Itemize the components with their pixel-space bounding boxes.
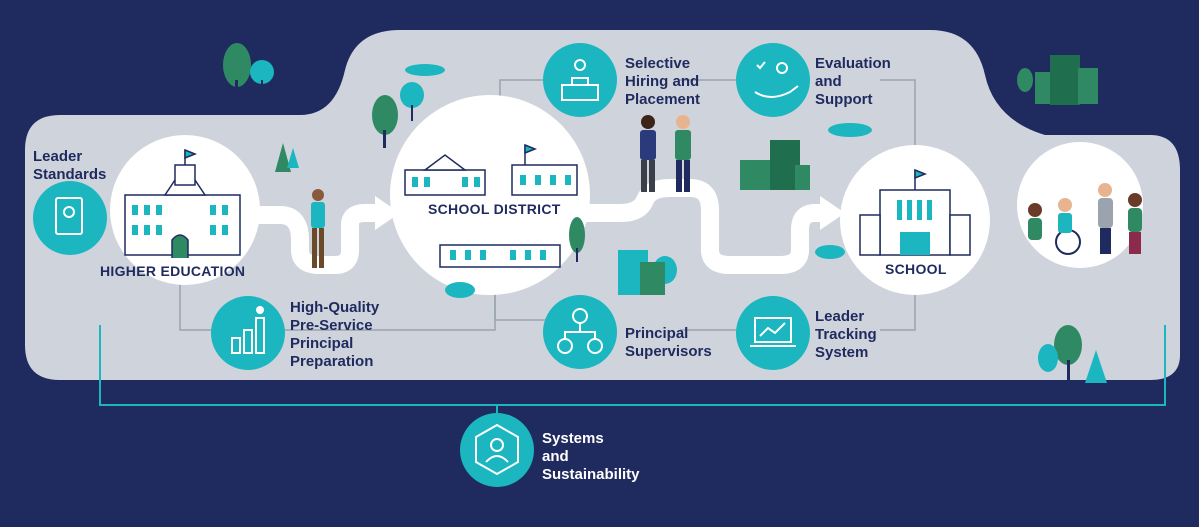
leader-tracking-line3: System: [815, 344, 869, 361]
leader-tracking-line1: Leader: [815, 308, 865, 325]
certificate-icon: [33, 181, 107, 255]
selective-hiring-line2: Hiring and: [625, 73, 700, 90]
decorative-trees: [223, 43, 1107, 383]
decorative-city-blocks: [618, 55, 1098, 295]
org-chart-icon: [543, 295, 617, 369]
flow-arrow-1: [375, 196, 400, 230]
selective-hiring-label: Selective Hiring and Placement: [625, 55, 700, 109]
pre-service-label: High-Quality Pre-Service Principal Prepa…: [290, 299, 379, 371]
leader-tracking-line2: Tracking: [815, 326, 877, 343]
evaluation-support-label: Evaluation and Support: [815, 55, 891, 109]
school-label: SCHOOL: [885, 261, 947, 277]
principal-supervisors-line1: Principal: [625, 325, 689, 342]
network-person-icon: [460, 413, 534, 487]
leader-tracking-label: Leader Tracking System: [815, 308, 877, 362]
principal-supervisors-label: Principal Supervisors: [625, 325, 712, 361]
systems-sustainability-line3: Sustainability: [542, 466, 640, 483]
pre-service-line1: High-Quality: [290, 299, 380, 316]
hiring-placement-icon: [543, 43, 617, 117]
pre-service-line3: Principal: [290, 335, 354, 352]
flow-path: [231, 204, 389, 274]
flow-arrow-2: [820, 196, 845, 230]
leader-standards-line1: Leader: [33, 148, 83, 165]
students-illustration-icon: [1028, 183, 1142, 255]
university-building-icon: [124, 148, 241, 258]
selective-hiring-line3: Placement: [625, 91, 701, 108]
evaluation-support-line2: and: [815, 73, 842, 90]
evaluation-support-line1: Evaluation: [815, 55, 891, 72]
systems-sustainability-line2: and: [542, 448, 569, 465]
students-circle: [1017, 142, 1143, 268]
systems-sustainability-line1: Systems: [542, 430, 604, 447]
principal-figure-icon: [311, 189, 325, 268]
school-building-icon: [859, 168, 971, 256]
leader-standards-label: Leader Standards: [33, 148, 106, 184]
decorative-bushes: [405, 64, 872, 298]
district-buildings-icon: [404, 143, 578, 268]
pre-service-line2: Pre-Service: [290, 317, 373, 334]
selective-hiring-line1: Selective: [625, 55, 691, 72]
systems-sustainability-label: Systems and Sustainability: [542, 430, 640, 484]
hand-support-icon: [736, 43, 810, 117]
evaluation-support-line3: Support: [815, 91, 873, 108]
graduate-growth-chart-icon: [211, 296, 285, 370]
school-district-label: SCHOOL DISTRICT: [428, 201, 561, 217]
leader-standards-line2: Standards: [33, 166, 107, 183]
higher-education-label: HIGHER EDUCATION: [100, 263, 246, 279]
laptop-chart-icon: [736, 296, 810, 370]
handshake-figures-icon: [640, 115, 691, 192]
principal-supervisors-line2: Supervisors: [625, 343, 712, 360]
pre-service-line4: Preparation: [290, 353, 374, 370]
